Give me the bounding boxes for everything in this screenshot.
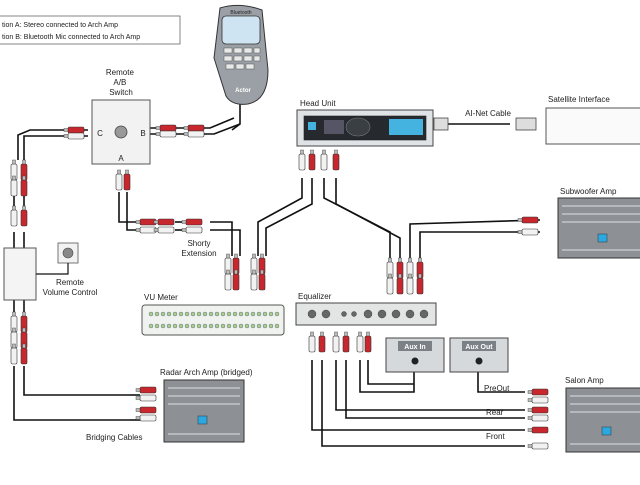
vu-led: [148, 311, 154, 317]
remote-switch-label: Remote A/B Switch: [106, 68, 136, 97]
vu-led: [226, 323, 232, 329]
remote-volume-control: Remote Volume Control: [3, 242, 98, 301]
legend-box: tion A: Stereo connected to Arch Amp tio…: [0, 15, 181, 45]
satellite-interface: Satellite Interface: [545, 95, 640, 145]
vu-led: [172, 311, 178, 317]
salon-front-label: Front: [486, 432, 505, 441]
shorty-line1: Shorty: [187, 239, 210, 248]
vu-led: [232, 311, 238, 317]
vu-led: [190, 323, 196, 329]
salon-amp-label: Salon Amp: [565, 376, 604, 385]
vu-meter-label: VU Meter: [144, 293, 178, 302]
vu-led: [244, 323, 250, 329]
vu-led: [244, 311, 250, 317]
aux-in-label: Aux In: [404, 344, 425, 351]
vu-meter-plugs: [224, 253, 266, 291]
vu-led: [166, 311, 172, 317]
vu-led: [172, 323, 178, 329]
remote-ab-switch: Remote A/B Switch C B A: [91, 68, 151, 165]
head-unit: Head Unit: [296, 99, 434, 147]
equalizer: Equalizer: [295, 292, 437, 326]
vu-led: [202, 323, 208, 329]
vu-led: [190, 311, 196, 317]
vu-led: [250, 311, 256, 317]
vu-led: [160, 323, 166, 329]
bridging-label: Bridging Cables: [86, 433, 142, 442]
vu-led: [160, 311, 166, 317]
equalizer-plugs: [386, 257, 424, 295]
remote-volume-line1: Remote: [56, 278, 85, 287]
vu-led: [148, 323, 154, 329]
mic-logo: Actor: [235, 88, 251, 94]
vu-led: [214, 311, 220, 317]
vu-led: [226, 311, 232, 317]
vu-led: [220, 311, 226, 317]
aux-in-box: Aux In: [385, 337, 445, 373]
vu-led: [274, 311, 280, 317]
vu-led: [208, 323, 214, 329]
vu-led: [154, 323, 160, 329]
vu-led: [262, 323, 268, 329]
vu-led: [262, 311, 268, 317]
salon-amp: Salon Amp PreOut Rear Front: [484, 376, 640, 453]
aux-out-box: Aux Out: [449, 337, 509, 373]
satellite-label: Satellite Interface: [548, 95, 610, 104]
radar-amp-label: Radar Arch Amp (bridged): [160, 368, 253, 377]
legend-line-b: tion B: Bluetooth Mic connected to Arch …: [2, 34, 140, 41]
vu-led: [184, 323, 190, 329]
mic-brand: Bluetooth: [230, 10, 251, 16]
head-unit-label: Head Unit: [300, 99, 336, 108]
salon-preout-label: PreOut: [484, 384, 510, 393]
remote-port-b: B: [140, 129, 145, 138]
shorty-line2: Extension: [181, 249, 216, 258]
vu-led: [196, 311, 202, 317]
legend-line-a: tion A: Stereo connected to Arch Amp: [2, 22, 118, 29]
remote-port-a: A: [118, 154, 124, 163]
vu-led: [166, 323, 172, 329]
vu-led: [208, 311, 214, 317]
vu-led: [178, 323, 184, 329]
vu-led: [250, 323, 256, 329]
vu-led: [232, 323, 238, 329]
radar-arch-amp: Radar Arch Amp (bridged) Bridging Cables: [86, 368, 253, 443]
vu-led: [154, 311, 160, 317]
remote-port-c: C: [97, 129, 103, 138]
ai-net-cable: AI-Net Cable: [433, 109, 537, 131]
vu-led: [256, 311, 262, 317]
vu-led: [238, 323, 244, 329]
ai-net-label: AI-Net Cable: [465, 109, 511, 118]
subwoofer-label: Subwoofer Amp: [560, 187, 617, 196]
equalizer-label: Equalizer: [298, 292, 332, 301]
aux-out-label: Aux Out: [465, 344, 493, 351]
equalizer-output-plugs: [308, 331, 372, 353]
vu-led: [202, 311, 208, 317]
shorty-extension: Shorty Extension: [135, 218, 217, 258]
vu-led: [256, 323, 262, 329]
vu-led: [268, 323, 274, 329]
vu-led: [238, 311, 244, 317]
vu-led: [178, 311, 184, 317]
bluetooth-mic-remote: Bluetooth Actor: [213, 4, 269, 105]
head-unit-plugs: [298, 149, 340, 171]
subwoofer-amp: Subwoofer Amp: [517, 187, 640, 259]
vu-led: [220, 323, 226, 329]
vu-led: [268, 311, 274, 317]
vu-led: [196, 323, 202, 329]
vu-meter: VU Meter: [141, 293, 285, 336]
salon-rear-label: Rear: [486, 408, 504, 417]
vu-led: [214, 323, 220, 329]
vu-led: [184, 311, 190, 317]
remote-volume-line2: Volume Control: [43, 288, 98, 297]
vu-led: [274, 323, 280, 329]
